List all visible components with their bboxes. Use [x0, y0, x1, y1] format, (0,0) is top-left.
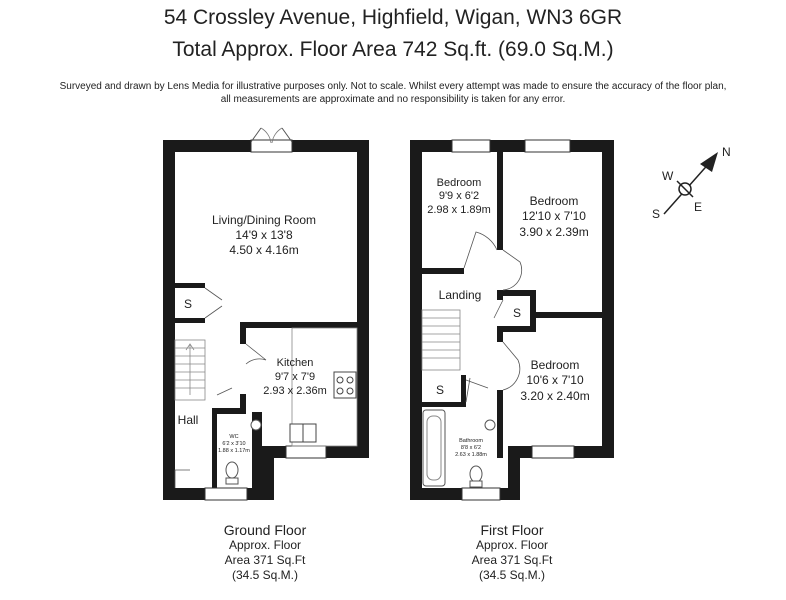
- floor-area-line: Area 371 Sq.Ft: [224, 553, 306, 567]
- total-area-title: Total Approx. Floor Area 742 Sq.ft. (69.…: [172, 38, 614, 61]
- window: [524, 139, 571, 153]
- compass-n: N: [722, 145, 731, 159]
- room-name: Bedroom: [437, 177, 482, 189]
- room-name: Bedroom: [531, 358, 580, 372]
- compass-e: E: [694, 200, 702, 214]
- window: [285, 445, 327, 459]
- room-imperial: 10'6 x 7'10: [526, 373, 584, 387]
- first-floor-walls: [410, 140, 614, 500]
- window: [461, 487, 501, 501]
- floor-area-line: (34.5 Sq.M.): [231, 568, 299, 582]
- address-title: 54 Crossley Avenue, Highfield, Wigan, WN…: [163, 6, 623, 29]
- room-metric: 2.93 x 2.36m: [263, 385, 327, 397]
- room-imperial: 9'7 x 7'9: [275, 371, 315, 383]
- disclaimer: Surveyed and drawn by Lens Media for ill…: [0, 80, 786, 106]
- room-metric: 1.88 x 1.17m: [218, 448, 250, 454]
- hob-icon: [333, 371, 357, 399]
- room-metric: 3.90 x 2.39m: [519, 225, 588, 239]
- basin-icon: [250, 419, 262, 431]
- ground-floor-caption: Ground Floor Approx. Floor Area 371 Sq.F…: [195, 522, 335, 583]
- room-name: WC: [229, 434, 238, 440]
- toilet-icon: [469, 465, 483, 483]
- window: [451, 139, 491, 153]
- room-name: Living/Dining Room: [212, 213, 316, 227]
- door-swings: [174, 287, 267, 488]
- compass-w: W: [662, 169, 674, 183]
- room-name: S: [436, 383, 444, 397]
- room-metric: 2.63 x 1.88m: [455, 452, 487, 458]
- room-name: S: [513, 306, 521, 320]
- ground-floor-labels: Living/Dining Room 14'9 x 13'8 4.50 x 4.…: [178, 213, 327, 454]
- room-name: Kitchen: [277, 357, 314, 369]
- compass-s: S: [652, 207, 660, 221]
- floor-area-line: Area 371 Sq.Ft: [471, 553, 553, 567]
- room-name: Hall: [178, 413, 199, 427]
- ground-floor-plan: [163, 127, 369, 501]
- window: [250, 139, 293, 153]
- floor-name: First Floor: [480, 522, 544, 538]
- toilet-icon: [225, 461, 239, 479]
- front-door: [204, 487, 248, 501]
- room-imperial: 6'2 x 3'10: [222, 441, 245, 447]
- disclaimer-line-1: Surveyed and drawn by Lens Media for ill…: [59, 81, 727, 92]
- room-imperial: 8'8 x 6'2: [461, 445, 481, 451]
- stairs: [421, 309, 461, 371]
- room-imperial: 9'9 x 6'2: [439, 190, 479, 202]
- room-name: Bathroom: [459, 438, 483, 444]
- disclaimer-line-2: all measurements are approximate and no …: [220, 94, 566, 105]
- first-floor-labels: Bedroom 9'9 x 6'2 2.98 x 1.89m Bedroom 1…: [427, 177, 589, 458]
- floor-area-line: Approx. Floor: [475, 538, 549, 552]
- floor-area-line: (34.5 Sq.M.): [478, 568, 546, 582]
- window: [531, 445, 575, 459]
- floor-area-line: Approx. Floor: [228, 538, 302, 552]
- first-floor-plan: [410, 139, 614, 501]
- ground-floor-walls: [163, 140, 369, 500]
- room-metric: 4.50 x 4.16m: [229, 243, 298, 257]
- first-floor-caption: First Floor Approx. Floor Area 371 Sq.Ft…: [442, 522, 582, 583]
- room-metric: 2.98 x 1.89m: [427, 204, 491, 216]
- door-swings: [463, 231, 523, 403]
- room-name: Landing: [439, 288, 482, 302]
- room-imperial: 14'9 x 13'8: [235, 228, 293, 242]
- room-imperial: 12'10 x 7'10: [522, 209, 586, 223]
- room-name: Bedroom: [530, 194, 579, 208]
- floor-name: Ground Floor: [223, 522, 307, 538]
- basin-icon: [484, 419, 496, 431]
- compass-icon: N S E W: [652, 145, 731, 221]
- room-metric: 3.20 x 2.40m: [520, 389, 589, 403]
- room-name: S: [184, 297, 192, 311]
- stairs: [174, 339, 206, 401]
